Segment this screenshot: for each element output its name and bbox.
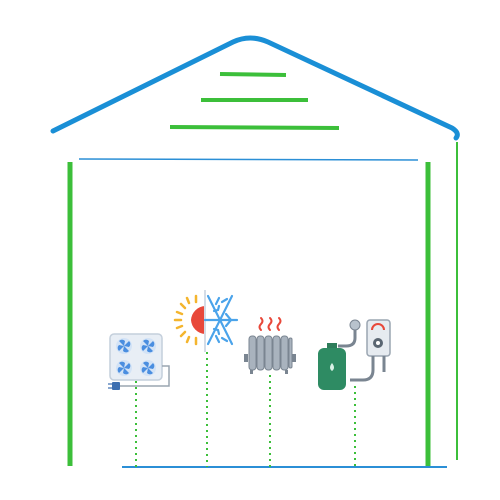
hot-cold-climate-icon xyxy=(173,290,239,352)
ceiling-line xyxy=(78,158,419,161)
radiator-icon xyxy=(244,317,296,374)
quad-fan-unit-icon xyxy=(108,333,170,390)
attic-vent-bottom xyxy=(169,125,340,130)
gas-water-heater-icon xyxy=(318,319,391,390)
attic-vent-top xyxy=(219,72,287,77)
roof-outline xyxy=(50,35,460,141)
